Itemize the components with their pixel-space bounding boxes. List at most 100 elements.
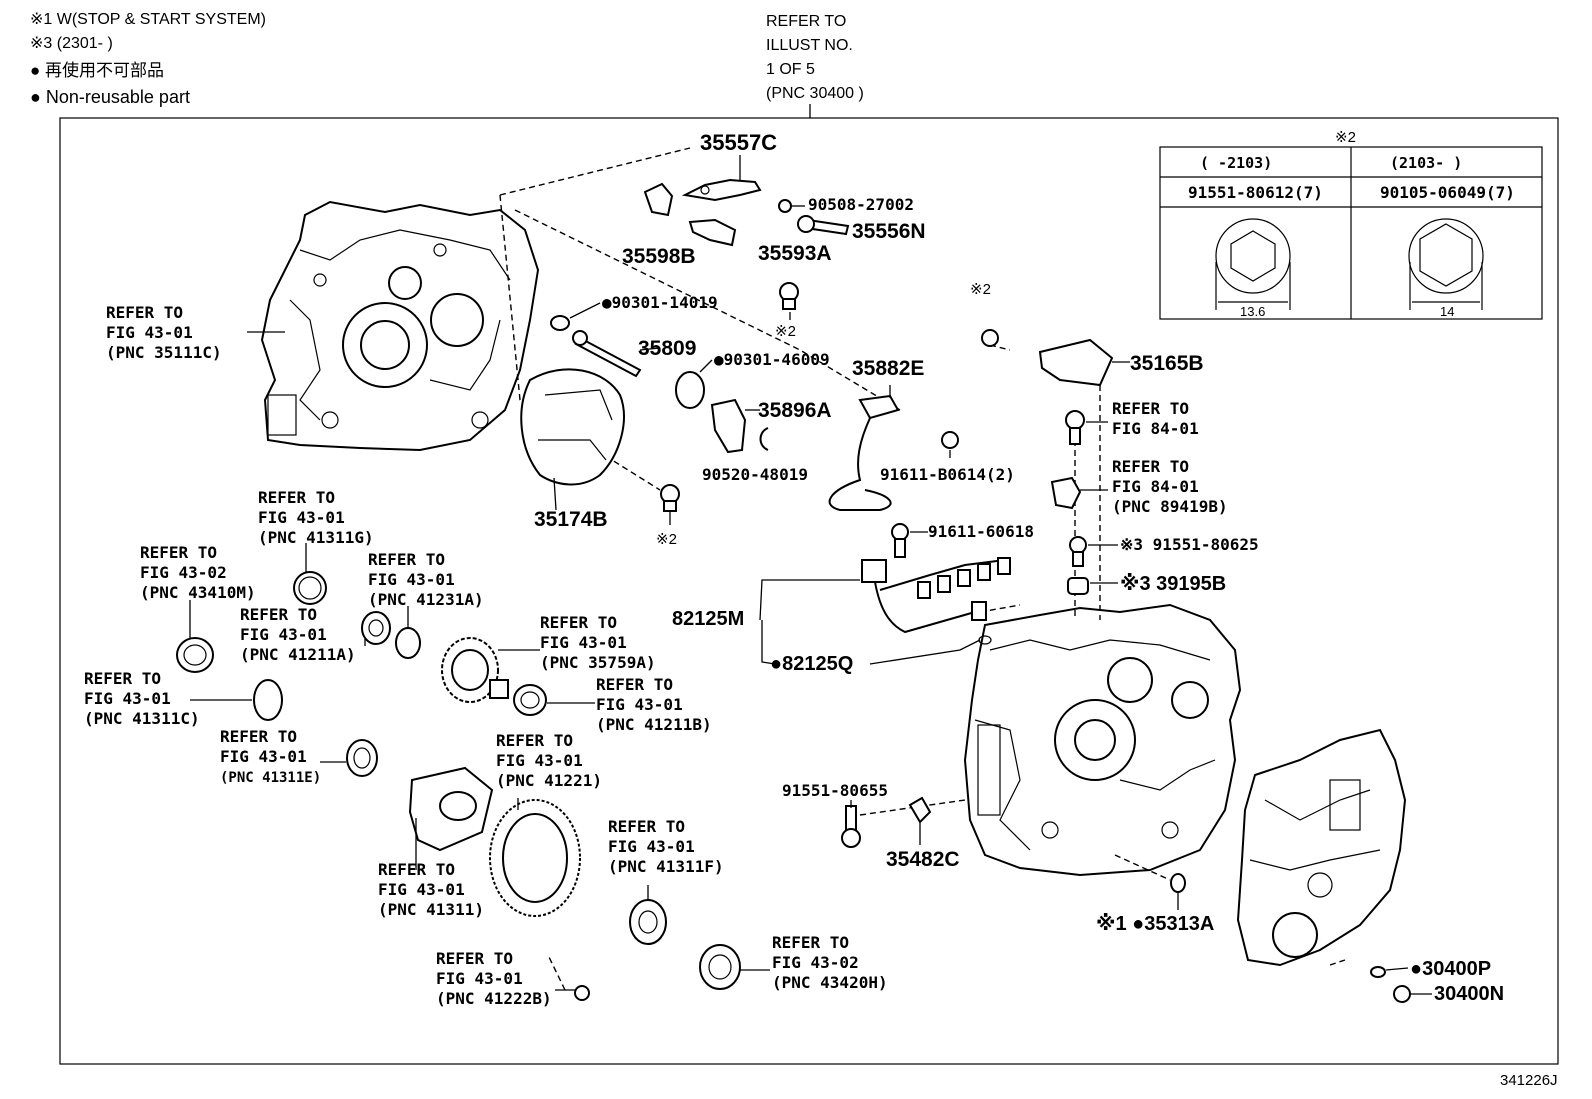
note-stop-start: ※1 W(STOP & START SYSTEM) — [30, 11, 266, 28]
part-35759a-gear[interactable] — [441, 637, 509, 703]
part-41311e-seal[interactable] — [346, 739, 378, 777]
label-90520-48019[interactable]: 90520-48019 — [702, 465, 808, 484]
label-90301-14019[interactable]: ●90301-14019 — [602, 293, 718, 312]
label-90301-46009[interactable]: ●90301-46009 — [714, 350, 830, 369]
label-90508-27002[interactable]: 90508-27002 — [808, 195, 914, 214]
part-bolt-mark2-right[interactable] — [981, 329, 999, 347]
label-35557c[interactable]: 35557C — [700, 130, 777, 155]
refer-41311[interactable]: REFER TO FIG 43-01 (PNC 41311) — [378, 860, 484, 919]
transmission-case-drawing[interactable] — [963, 603, 1242, 877]
part-30400p-oring[interactable] — [1370, 966, 1386, 978]
label-35165b[interactable]: 35165B — [1130, 352, 1204, 375]
label-35174b[interactable]: 35174B — [534, 508, 608, 531]
label-91551-80655[interactable]: 91551-80655 — [782, 781, 888, 800]
part-41211b-bearing[interactable] — [513, 684, 547, 716]
refer-41211b[interactable]: REFER TO FIG 43-01 (PNC 41211B) — [596, 675, 712, 734]
label-35482c[interactable]: 35482C — [886, 848, 960, 871]
refer-41222b[interactable]: REFER TO FIG 43-01 (PNC 41222B) — [436, 949, 552, 1008]
label-35896a[interactable]: 35896A — [758, 399, 832, 422]
part-41311c-seal[interactable] — [253, 679, 283, 721]
part-35174b-shield[interactable] — [520, 368, 625, 486]
label-82125q[interactable]: ●82125Q — [770, 653, 853, 675]
label-39195b[interactable]: ※3 39195B — [1120, 573, 1226, 595]
part-fig84-bolt[interactable] — [1065, 410, 1085, 445]
label-30400n[interactable]: 30400N — [1434, 983, 1504, 1005]
label-91611-b0614[interactable]: 91611-B0614(2) — [880, 465, 1015, 484]
part-41231a-ring[interactable] — [395, 627, 421, 659]
side-cover-drawing[interactable] — [1236, 728, 1407, 967]
svg-text:FIG 84-01: FIG 84-01 — [1112, 477, 1199, 496]
part-35556n-bolt[interactable] — [797, 215, 850, 236]
part-90301-14019-oring[interactable] — [550, 315, 570, 331]
svg-text:FIG 43-01: FIG 43-01 — [240, 625, 327, 644]
refer-41311f[interactable]: REFER TO FIG 43-01 (PNC 41311F) — [608, 817, 724, 876]
svg-text:FIG 43-01: FIG 43-01 — [436, 969, 523, 988]
refer-35759a[interactable]: REFER TO FIG 43-01 (PNC 35759A) — [540, 613, 656, 672]
part-41211a-bearing[interactable] — [361, 611, 391, 645]
diagram-frame — [59, 117, 1559, 1065]
label-82125m[interactable]: 82125M — [672, 608, 744, 630]
refer-41311c[interactable]: REFER TO FIG 43-01 (PNC 41311C) — [84, 669, 200, 728]
refer-41311e[interactable]: REFER TO FIG 43-01 (PNC 41311E) — [220, 727, 321, 786]
label-30400p[interactable]: ●30400P — [1410, 958, 1491, 980]
part-35482c-clamp[interactable] — [908, 796, 932, 824]
part-35313a-oring[interactable] — [1170, 873, 1186, 893]
refer-89419b[interactable]: REFER TO FIG 84-01 (PNC 89419B) — [1112, 457, 1228, 516]
table-col1-part[interactable]: 91551-80612(7) — [1188, 183, 1323, 202]
label-35598b[interactable]: 35598B — [622, 245, 696, 268]
part-41221-ring-gear[interactable] — [489, 799, 581, 917]
refer-41211a[interactable]: REFER TO FIG 43-01 (PNC 41211A) — [240, 605, 356, 664]
svg-text:(PNC 41311G): (PNC 41311G) — [258, 528, 374, 547]
refer-43410m[interactable]: REFER TO FIG 43-02 (PNC 43410M) — [140, 543, 256, 602]
part-41311-diff-case[interactable] — [408, 766, 494, 852]
refer-41221[interactable]: REFER TO FIG 43-01 (PNC 41221) — [496, 731, 602, 790]
label-35313a[interactable]: ※1 ●35313A — [1096, 913, 1214, 935]
svg-text:(PNC 41311): (PNC 41311) — [378, 900, 484, 919]
label-91611-60618[interactable]: 91611-60618 — [928, 522, 1034, 541]
part-90508-bolt[interactable] — [778, 199, 792, 213]
refer-fig84-a[interactable]: REFER TO FIG 84-01 — [1112, 399, 1199, 438]
refer-main-line3: 1 OF 5 — [766, 61, 815, 78]
part-41311g-seal[interactable] — [293, 571, 327, 605]
part-35896a-gear[interactable] — [710, 398, 747, 454]
refer-41231a[interactable]: REFER TO FIG 43-01 (PNC 41231A) — [368, 550, 484, 609]
part-41222b-bolt[interactable] — [574, 985, 590, 1001]
part-bolt-mark2-mid[interactable] — [660, 484, 680, 512]
part-90301-46009-oring[interactable] — [675, 371, 705, 409]
part-35557c-bracket[interactable] — [681, 178, 762, 202]
part-43420h-bearing[interactable] — [699, 944, 741, 990]
part-43410m-bearing[interactable] — [176, 637, 214, 673]
part-91611-60618-bolt[interactable] — [891, 523, 909, 558]
label-35556n[interactable]: 35556N — [852, 220, 926, 243]
part-41311f-bearing[interactable] — [629, 899, 667, 945]
part-35598b-clip[interactable] — [643, 182, 674, 217]
part-35809-shaft[interactable] — [572, 330, 642, 378]
part-91551-80655-bolt[interactable] — [841, 805, 861, 848]
part-90520-clip[interactable] — [759, 427, 769, 451]
part-bolt-mark2-top[interactable] — [779, 282, 799, 310]
svg-text:REFER TO: REFER TO — [596, 675, 673, 694]
part-91551-80625-bolt[interactable] — [1069, 536, 1087, 567]
refer-41311g[interactable]: REFER TO FIG 43-01 (PNC 41311G) — [258, 488, 374, 547]
label-35809[interactable]: 35809 — [638, 337, 696, 360]
part-35593a-lever[interactable] — [688, 218, 737, 247]
table-col2-part[interactable]: 90105-06049(7) — [1380, 183, 1515, 202]
svg-text:(PNC 41311C): (PNC 41311C) — [84, 709, 200, 728]
refer-43420h[interactable]: REFER TO FIG 43-02 (PNC 43420H) — [772, 933, 888, 992]
part-30400n-plug[interactable] — [1393, 985, 1411, 1003]
label-35593a[interactable]: 35593A — [758, 242, 832, 265]
part-35882e-cable[interactable] — [828, 394, 900, 511]
part-91611-b0614-bolt[interactable] — [941, 431, 959, 449]
label-91551-80625[interactable]: ※3 91551-80625 — [1120, 535, 1259, 554]
part-82125m-harness[interactable] — [861, 557, 1011, 634]
transaxle-housing-drawing[interactable] — [260, 200, 540, 452]
refer-35111c[interactable]: REFER TO FIG 43-01 (PNC 35111C) — [106, 303, 222, 362]
part-35165b-bracket[interactable] — [1038, 338, 1114, 387]
refer-main-illust[interactable]: REFER TO ILLUST NO. 1 OF 5 (PNC 30400 ) — [766, 13, 864, 102]
part-39195b-cap[interactable] — [1067, 577, 1089, 595]
part-89419b-sensor[interactable] — [1050, 476, 1082, 510]
label-35882e[interactable]: 35882E — [852, 357, 924, 380]
table-mark: ※2 — [1335, 129, 1356, 146]
svg-text:REFER TO: REFER TO — [772, 933, 849, 952]
svg-text:(PNC 35759A): (PNC 35759A) — [540, 653, 656, 672]
